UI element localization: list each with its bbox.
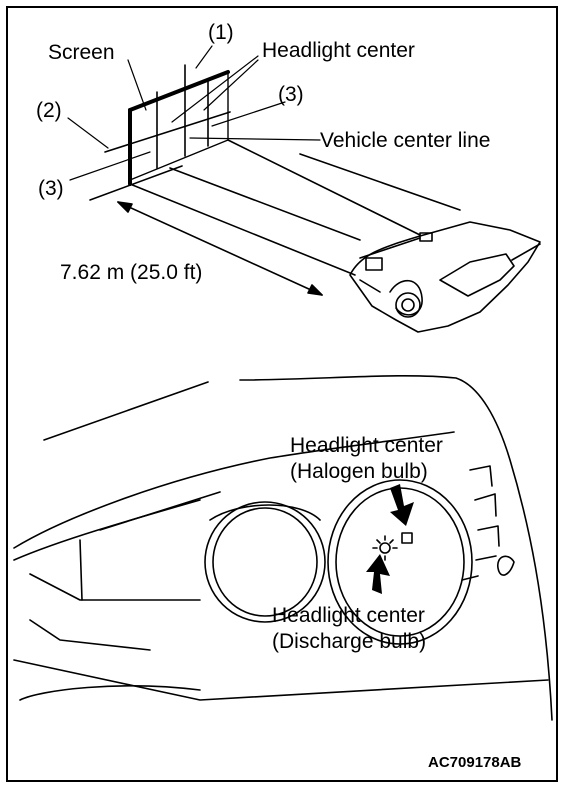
top-leader-lines bbox=[67, 45, 321, 181]
floor-lines bbox=[89, 139, 461, 276]
label-marker-3-left: (3) bbox=[38, 177, 64, 200]
distance-arrow bbox=[117, 201, 323, 296]
center-marks bbox=[372, 532, 413, 561]
screen-panel bbox=[128, 70, 230, 186]
label-discharge-line2: (Discharge bulb) bbox=[272, 630, 427, 653]
screen-vertical-lines bbox=[156, 64, 209, 169]
label-vehicle-center-line: Vehicle center line bbox=[320, 129, 491, 152]
halogen-lens bbox=[204, 501, 326, 623]
label-marker-1: (1) bbox=[208, 21, 234, 44]
label-halogen-line2: (Halogen bulb) bbox=[290, 460, 428, 483]
label-marker-3-right: (3) bbox=[278, 83, 304, 106]
discharge-arrow bbox=[366, 554, 390, 594]
label-headlight-center-top: Headlight center bbox=[262, 39, 415, 62]
label-marker-2: (2) bbox=[36, 99, 62, 122]
horizontal-center-line bbox=[104, 111, 231, 153]
halogen-arrow bbox=[390, 484, 414, 526]
headlight-housing bbox=[13, 374, 553, 721]
side-fins bbox=[461, 465, 515, 581]
label-discharge-line1: Headlight center bbox=[272, 604, 425, 627]
figure-code: AC709178AB bbox=[428, 754, 522, 771]
label-halogen-line1: Headlight center bbox=[290, 434, 443, 457]
label-screen: Screen bbox=[48, 41, 115, 64]
figure-frame bbox=[6, 6, 558, 782]
label-distance: 7.62 m (25.0 ft) bbox=[60, 261, 203, 284]
vehicle-illustration bbox=[349, 221, 541, 333]
